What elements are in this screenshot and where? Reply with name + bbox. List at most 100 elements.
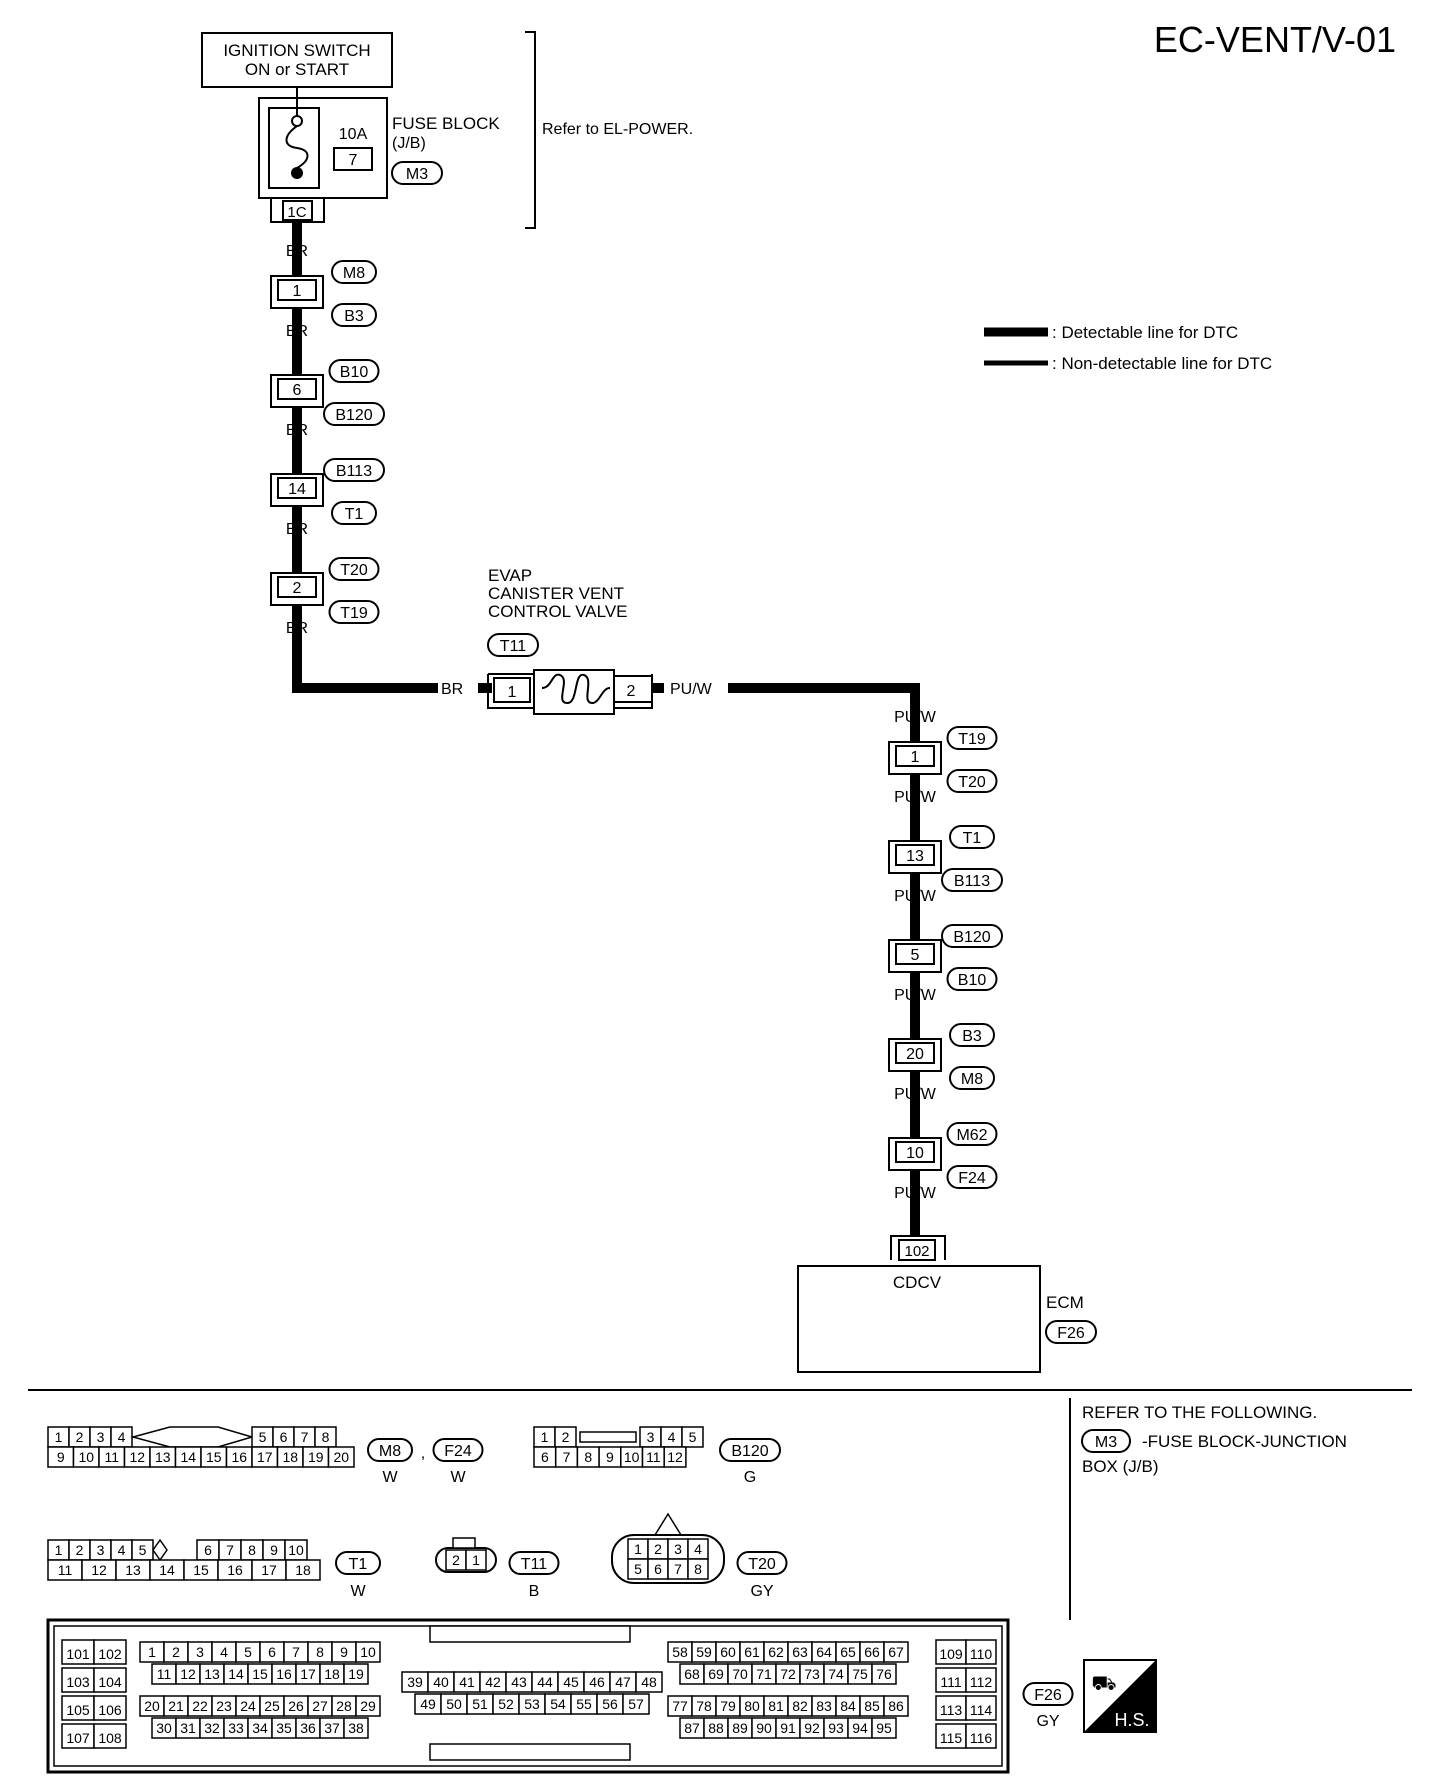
m8-pin: 18 (282, 1449, 298, 1465)
evap-label-1: EVAP (488, 566, 532, 585)
fuse-amp: 10A (339, 126, 368, 143)
f26-c-pin: 54 (550, 1696, 566, 1712)
t1-pin: 11 (58, 1562, 73, 1578)
f26-d-pin: 83 (816, 1698, 832, 1714)
b120-pin: 3 (647, 1429, 655, 1445)
f26-c-pin: 47 (615, 1674, 631, 1690)
f26-b-pin: 31 (180, 1720, 196, 1736)
m8-connector-id-outline (367, 1438, 413, 1462)
f26-d-pin: 90 (756, 1720, 772, 1736)
right-connector-upper-id-outline (946, 726, 998, 750)
f26-e-pin: 113 (940, 1702, 963, 1718)
f26-b-pin: 33 (228, 1720, 244, 1736)
left-connector-pin-box (277, 576, 317, 598)
m8-pin: 19 (308, 1449, 324, 1465)
right-wire-color: PU/W (894, 1185, 937, 1202)
ignition-switch: IGNITION SWITCH ON or START (201, 32, 393, 88)
f26-c-pin: 53 (524, 1696, 540, 1712)
f26-c-cell (622, 1693, 650, 1715)
f26-b-pin: 9 (340, 1644, 348, 1660)
f26-d-pin: 68 (684, 1666, 700, 1682)
f26-b-pin: 22 (192, 1698, 208, 1714)
refer-el-power: Refer to EL-POWER. (542, 121, 693, 138)
left-connector-pin: 14 (288, 481, 306, 498)
f26-d-pin: 77 (672, 1698, 688, 1714)
t11-connector-id: T11 (521, 1556, 547, 1573)
b120-pin: 1 (541, 1429, 549, 1445)
left-connector-pin-box (277, 477, 317, 499)
f26-b-pin: 21 (168, 1698, 184, 1714)
t1-cell (285, 1559, 321, 1581)
f26-d-pin: 69 (708, 1666, 724, 1682)
f26-d-pin: 59 (696, 1644, 712, 1660)
f26-b-pin: 20 (144, 1698, 160, 1714)
right-connector-pin-box (895, 1042, 935, 1064)
f26-c-pin: 43 (511, 1674, 527, 1690)
b120-pin: 9 (606, 1449, 614, 1465)
f26-e-pin: 110 (970, 1646, 993, 1662)
f26-d-pin: 64 (816, 1644, 832, 1660)
ecm-signal: CDCV (893, 1273, 942, 1292)
f26-c-pin: 44 (537, 1674, 553, 1690)
left-connector-upper-id-outline (328, 359, 380, 383)
fuse-block: 10A 7 FUSE BLOCK (J/B) M3 1C (258, 97, 500, 223)
t11-cell (465, 1549, 487, 1571)
t1-pin: 16 (227, 1562, 243, 1578)
f26-d-pin: 66 (864, 1644, 880, 1660)
f26-b-pin: 5 (244, 1644, 252, 1660)
f26-b-pin: 4 (220, 1644, 228, 1660)
f26-e-pin: 109 (939, 1646, 963, 1662)
left-connector-lower-id-outline (331, 303, 377, 327)
f26-d-pin: 79 (720, 1698, 736, 1714)
fuse-block-title: FUSE BLOCK (392, 114, 500, 133)
f26-b-pin: 32 (204, 1720, 220, 1736)
f26-b-cell (355, 1695, 381, 1717)
m8-cell (327, 1446, 355, 1468)
m8-pin: 11 (104, 1449, 119, 1465)
f26-e-pin: 112 (970, 1674, 993, 1690)
f26-e-pin: 115 (940, 1730, 963, 1746)
t1-pin: 18 (295, 1562, 311, 1578)
evap-connector: T11 (500, 638, 526, 655)
right-connector-lower-id-outline (946, 769, 998, 793)
b120-pin: 5 (689, 1429, 697, 1445)
f26-c-pin: 57 (628, 1696, 644, 1712)
m8-color: W (382, 1469, 398, 1486)
f26-d-pin: 94 (852, 1720, 868, 1736)
f26-e-cell (965, 1695, 997, 1721)
f26-a-cell (93, 1695, 127, 1721)
f26-a-pin: 102 (98, 1646, 122, 1662)
t1-pin: 17 (261, 1562, 277, 1578)
right-connector-pin-box (895, 943, 935, 965)
f26-c-pin: 55 (576, 1696, 592, 1712)
right-wire-color: PU/W (894, 709, 937, 726)
left-wire-color: BR (286, 521, 308, 538)
f26-d-pin: 74 (828, 1666, 844, 1682)
left-connector-upper-id-outline (328, 557, 380, 581)
legend: : Detectable line for DTC : Non-detectab… (984, 323, 1272, 373)
f24-color: W (450, 1469, 466, 1486)
f26-d-pin: 71 (756, 1666, 772, 1682)
f26-d-pin: 73 (804, 1666, 820, 1682)
t1-connector-id: T1 (349, 1556, 368, 1573)
f26-d-pin: 84 (840, 1698, 856, 1714)
f26-b-pin: 1 (148, 1644, 156, 1660)
right-connector-pin: 1 (911, 749, 920, 766)
m8-pin: 1 (55, 1429, 63, 1445)
f26-b-pin: 2 (172, 1644, 180, 1660)
f26-a-pin: 108 (98, 1730, 122, 1746)
f26-c-pin: 52 (498, 1696, 514, 1712)
f26-c-pin: 56 (602, 1696, 618, 1712)
left-connector-upper-id: B113 (336, 463, 372, 480)
t20-color: GY (750, 1583, 773, 1600)
m8-pin: 2 (76, 1429, 84, 1445)
evap-pin-out: 2 (627, 683, 636, 700)
refer-following: REFER TO THE FOLLOWING. M3 -FUSE BLOCK-J… (1081, 1403, 1347, 1476)
right-connector-lower-id: B113 (954, 873, 990, 890)
left-connector-pin-box (277, 378, 317, 400)
right-connector-lower-id-outline (946, 1165, 998, 1189)
f26-b-pin: 25 (264, 1698, 280, 1714)
right-connector-upper-id: T1 (963, 830, 982, 847)
fuse-block-sub: (J/B) (392, 135, 426, 152)
